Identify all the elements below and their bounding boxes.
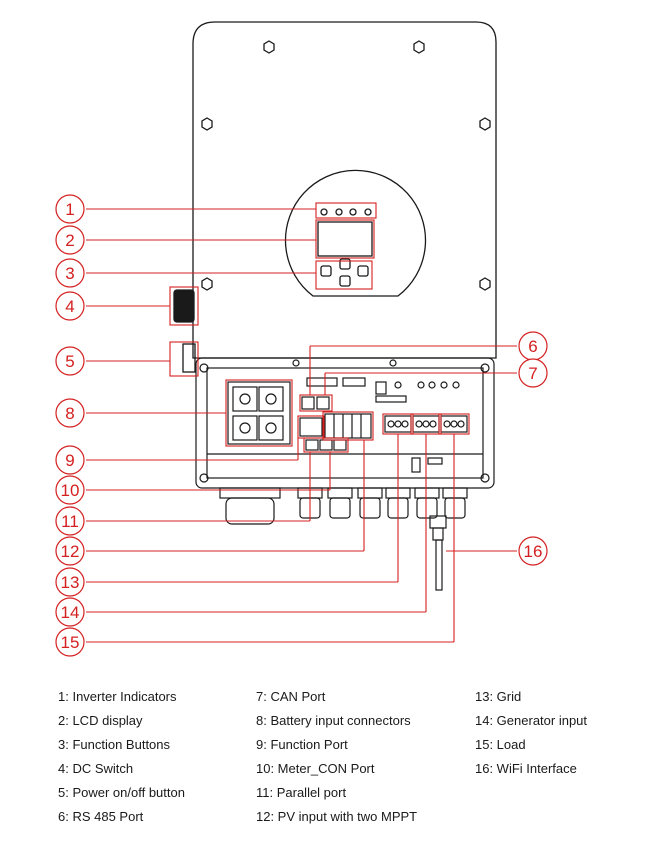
legend-column-1: 1: Inverter Indicators 2: LCD display 3:… (58, 688, 185, 832)
legend-item: 13: Grid (475, 689, 522, 704)
callout-number: 6 (528, 337, 537, 356)
legend-item: 4: DC Switch (58, 761, 134, 776)
legend-item: 8: Battery input connectors (256, 713, 411, 728)
callout-number: 7 (528, 364, 537, 383)
callout-number: 9 (65, 451, 74, 470)
callout-number: 10 (61, 481, 80, 500)
lcd-screen (317, 221, 373, 257)
wiring-compartment (195, 357, 495, 591)
callout-leaders (86, 208, 517, 643)
legend-item: 3: Function Buttons (58, 737, 171, 752)
legend-item: 11: Parallel port (256, 785, 347, 800)
legend-item: 5: Power on/off button (58, 785, 185, 800)
indicator-lights (320, 208, 372, 216)
callout-number: 2 (65, 231, 74, 250)
legend: 1: Inverter Indicators 2: LCD display 3:… (0, 688, 671, 838)
legend-item: 6: RS 485 Port (58, 809, 144, 824)
callout-number: 16 (524, 542, 543, 561)
callout-number: 12 (61, 542, 80, 561)
callout-number: 13 (61, 573, 80, 592)
legend-item: 2: LCD display (58, 713, 143, 728)
callout-number: 4 (65, 297, 74, 316)
legend-item: 15: Load (475, 737, 526, 752)
legend-item: 16: WiFi Interface (475, 761, 577, 776)
function-buttons (320, 258, 369, 287)
callout-number: 8 (65, 404, 74, 423)
legend-column-2: 7: CAN Port 8: Battery input connectors … (256, 688, 417, 832)
dc-switch (173, 289, 195, 323)
callout-number: 5 (65, 352, 74, 371)
legend-item: 1: Inverter Indicators (58, 689, 177, 704)
legend-item: 12: PV input with two MPPT (256, 809, 418, 824)
callout-circles: 1 2 3 4 5 6 7 8 9 10 11 12 13 14 15 16 (55, 194, 548, 657)
legend-item: 7: CAN Port (256, 689, 326, 704)
callout-number: 15 (61, 633, 80, 652)
inverter-body (173, 21, 497, 373)
callout-number: 1 (65, 200, 74, 219)
mounting-screw-icon (201, 40, 491, 291)
callout-number: 14 (61, 603, 80, 622)
legend-item: 10: Meter_CON Port (256, 761, 375, 776)
callout-number: 3 (65, 264, 74, 283)
legend-column-3: 13: Grid 14: Generator input 15: Load 16… (475, 688, 587, 784)
callout-number: 11 (61, 512, 79, 531)
legend-item: 9: Function Port (256, 737, 348, 752)
power-switch (182, 343, 196, 373)
legend-item: 14: Generator input (475, 713, 588, 728)
